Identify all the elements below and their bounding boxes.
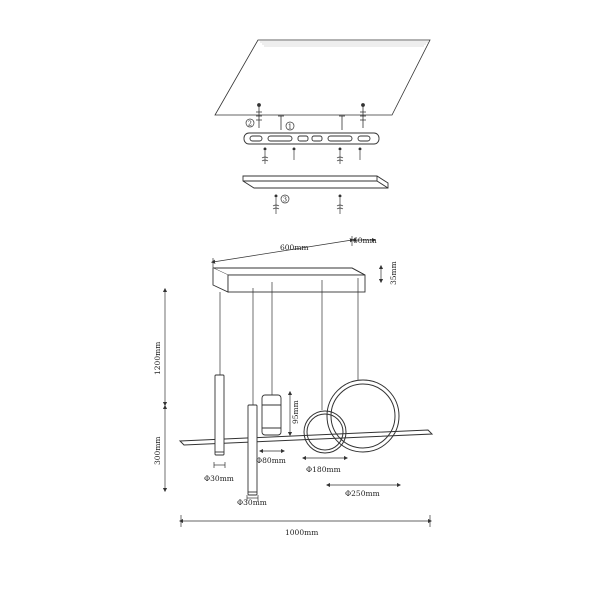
dim-1000-line [178,515,433,527]
dim-1000-label: 1000mm [285,528,318,537]
dim-30-b-label: Φ30mm [237,498,267,507]
canopy-top-view [242,175,389,189]
dim-30-a-line [213,462,226,468]
suspension-wires [219,278,359,410]
callout-3: 3 [280,194,290,204]
svg-text:2: 2 [248,120,252,128]
dim-95-label: 95mm [291,400,300,424]
dim-180-label: Φ180mm [306,465,341,474]
dim-300-label: 300mm [153,436,162,465]
callout-2: 2 [245,118,255,128]
dim-600-line [210,236,355,268]
dim-35-label: 35mm [389,261,398,285]
dim-30-b-line [246,495,259,501]
dim-600-label: 600mm [280,243,309,252]
canopy-screws [272,194,344,214]
canopy-side [212,267,366,293]
dim-250-label: Φ250mm [345,489,380,498]
tube-pendant-1 [214,374,225,456]
ceiling-screw-right [360,103,366,128]
horizontal-light-bar [178,429,434,446]
callout-1: 1 [285,121,295,131]
dim-1200-label: 1200mm [153,342,162,375]
svg-text:3: 3 [283,196,287,204]
mounting-bracket [243,132,380,145]
ceiling-screw-mid2 [339,115,345,130]
ceiling-screw-mid [278,115,284,130]
small-ring [303,410,347,454]
large-ring [326,379,400,453]
ceiling-plane [214,39,431,116]
dim-60-label: 60mm [353,236,377,245]
svg-text:1: 1 [288,123,292,131]
dim-80-label: Φ80mm [256,456,286,465]
ceiling-screw-left [256,103,262,128]
bracket-screws [261,147,362,164]
cylinder-shade [261,394,282,436]
tube-pendant-2 [247,404,258,496]
dim-30-a-label: Φ30mm [204,474,234,483]
